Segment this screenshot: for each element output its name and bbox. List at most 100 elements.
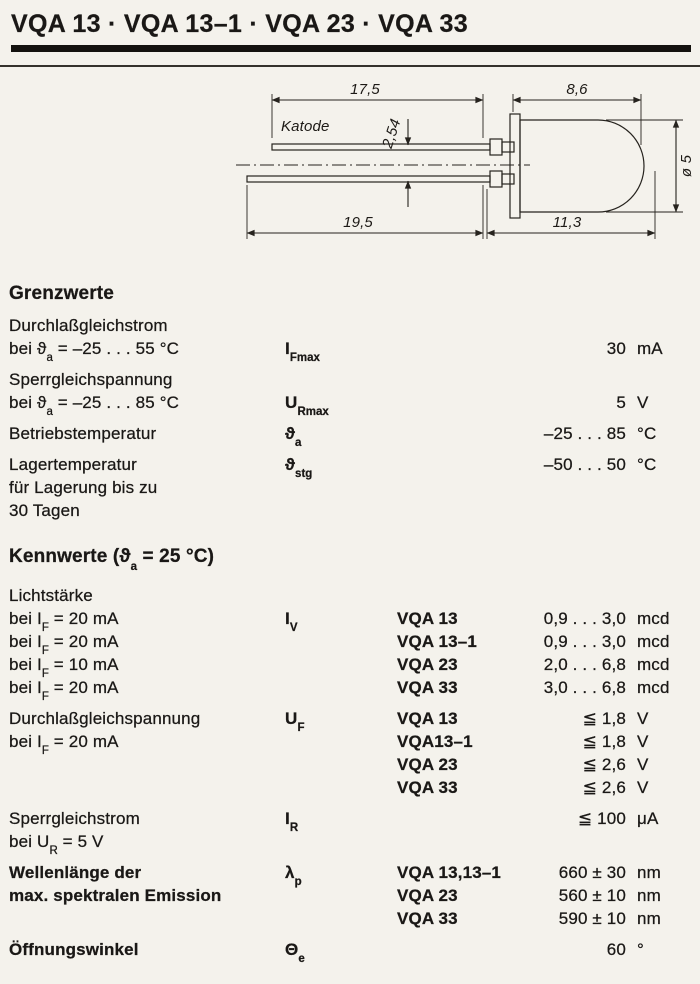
table-row: bei ϑa = –25 . . . 85 °C URmax 5 V — [9, 391, 690, 419]
table-row: bei IF = 20 mA VQA13–1 ≦ 1,8 V — [9, 730, 690, 758]
datasheet-body: Grenzwerte Durchlaßgleichstrom bei ϑa = … — [0, 283, 700, 966]
led-flange — [509, 113, 521, 219]
drawing-labels: 17,5 8,6 Katode 2,54 19,5 11,3 ø 5 — [281, 81, 695, 231]
value: ≦ 2,6 — [582, 755, 626, 774]
table-row: Durchlaßgleichspannung UF VQA 13 ≦ 1,8 V — [9, 707, 690, 735]
symbol-label: IV — [285, 609, 298, 635]
symbol-label: ϑa — [285, 424, 302, 450]
unit: V — [637, 755, 649, 774]
value: –50 . . . 50 — [543, 455, 626, 474]
type-label: VQA 13,13–1 — [397, 863, 502, 882]
table-row: Sperrgleichspannung — [9, 368, 690, 391]
unit: nm — [637, 863, 661, 882]
param-label: bei IF = 10 mA — [9, 655, 119, 681]
table-row: bei UR = 5 V — [9, 830, 690, 857]
value: 3,0 . . . 6,8 — [543, 678, 626, 697]
param-label: bei IF = 20 mA — [9, 678, 119, 704]
page-header: VQA 13 · VQA 13–1 · VQA 23 · VQA 33 — [0, 8, 700, 67]
type-label: VQA 33 — [397, 678, 458, 697]
unit: V — [637, 732, 649, 751]
value: 0,9 . . . 3,0 — [543, 632, 626, 651]
dim-19-5-label: 19,5 — [343, 214, 373, 231]
unit: mcd — [637, 678, 670, 697]
symbol-label: ϑstg — [285, 455, 313, 481]
table-row: bei IF = 20 mA VQA 13–1 0,9 . . . 3,0 mc… — [9, 630, 690, 658]
dim-8-6-label: 8,6 — [566, 81, 588, 98]
type-label: VQA 23 — [397, 886, 458, 905]
symbol-label: UF — [285, 709, 305, 735]
param-label: Öffnungswinkel — [9, 940, 139, 959]
value: ≦ 2,6 — [582, 778, 626, 797]
table-row: VQA 33 590 ± 10 nm — [9, 907, 690, 930]
unit: mcd — [637, 609, 670, 628]
type-label: VQA 13 — [397, 609, 458, 628]
dim-11-3-label: 11,3 — [553, 214, 582, 231]
table-row: Lichtstärke — [9, 584, 690, 607]
param-label: Sperrgleichstrom — [9, 809, 140, 828]
grenzwerte-table: Durchlaßgleichstrom bei ϑa = –25 . . . 5… — [9, 314, 690, 522]
symbol-label: λp — [285, 863, 302, 889]
symbol-label: IFmax — [285, 339, 320, 365]
dim-2-54-label: 2,54 — [379, 117, 405, 152]
table-row: 30 Tagen — [9, 499, 690, 522]
type-label: VQA 23 — [397, 755, 458, 774]
value: 560 ± 10 — [558, 886, 626, 905]
title-underline-bar — [11, 45, 691, 52]
dimension-lines — [246, 96, 680, 237]
type-label: VQA 23 — [397, 655, 458, 674]
led-outline — [236, 113, 645, 219]
unit: nm — [637, 886, 661, 905]
type-label: VQA 13–1 — [397, 632, 477, 651]
value: 30 — [606, 339, 626, 358]
table-row: VQA 23 ≦ 2,6 V — [9, 753, 690, 776]
param-label: bei IF = 20 mA — [9, 632, 119, 658]
unit: nm — [637, 909, 661, 928]
value: 660 ± 30 — [558, 863, 626, 882]
page-rule — [0, 65, 700, 67]
value: –25 . . . 85 — [543, 424, 626, 443]
value: 60 — [606, 940, 626, 959]
unit: V — [637, 709, 649, 728]
unit: μA — [637, 809, 659, 828]
type-label: VQA 33 — [397, 778, 458, 797]
table-row: für Lagerung bis zu — [9, 476, 690, 499]
unit: V — [637, 393, 649, 412]
lead-crimps — [489, 138, 515, 188]
param-label: max. spektralen Emission — [9, 886, 222, 905]
table-row: bei IF = 20 mA IV VQA 13 0,9 . . . 3,0 m… — [9, 607, 690, 635]
type-label: VQA 33 — [397, 909, 458, 928]
value: ≦ 1,8 — [582, 732, 626, 751]
table-row: Sperrgleichstrom IR ≦ 100 μA — [9, 807, 690, 834]
led-body — [519, 119, 645, 213]
value: ≦ 1,8 — [582, 709, 626, 728]
kennwerte-table: Lichtstärke bei IF = 20 mA IV VQA 13 0,9… — [9, 584, 690, 966]
param-label: Wellenlänge der — [9, 863, 142, 882]
param-label: für Lagerung bis zu — [9, 478, 158, 497]
table-row: bei IF = 20 mA VQA 33 3,0 . . . 6,8 mcd — [9, 676, 690, 704]
extension-lines — [246, 94, 683, 239]
unit: mA — [637, 339, 663, 358]
unit: V — [637, 778, 649, 797]
unit: °C — [637, 424, 657, 443]
param-label: bei ϑa = –25 . . . 55 °C — [9, 339, 180, 365]
katode-label: Katode — [281, 118, 329, 135]
diameter-label: ø 5 — [678, 154, 695, 177]
param-label: Betriebstemperatur — [9, 424, 157, 443]
table-row: Lagertemperatur ϑstg –50 . . . 50 °C — [9, 453, 690, 481]
value: 0,9 . . . 3,0 — [543, 609, 626, 628]
unit: mcd — [637, 632, 670, 651]
anode-lead — [246, 175, 491, 183]
param-label: Lichtstärke — [9, 586, 93, 605]
param-label: bei IF = 20 mA — [9, 732, 119, 758]
unit: mcd — [637, 655, 670, 674]
value: 5 — [616, 393, 626, 412]
table-row: Wellenlänge der λp VQA 13,13–1 660 ± 30 … — [9, 861, 690, 889]
param-label: bei IF = 20 mA — [9, 609, 119, 635]
page-title: VQA 13 · VQA 13–1 · VQA 23 · VQA 33 — [11, 10, 468, 38]
symbol-label: Θe — [285, 940, 305, 966]
led-dimension-drawing: 17,5 8,6 Katode 2,54 19,5 11,3 ø 5 — [236, 81, 695, 239]
unit: °C — [637, 455, 657, 474]
symbol-label: URmax — [285, 393, 329, 419]
param-label: Durchlaßgleichstrom — [9, 316, 168, 335]
param-label: Sperrgleichspannung — [9, 370, 173, 389]
